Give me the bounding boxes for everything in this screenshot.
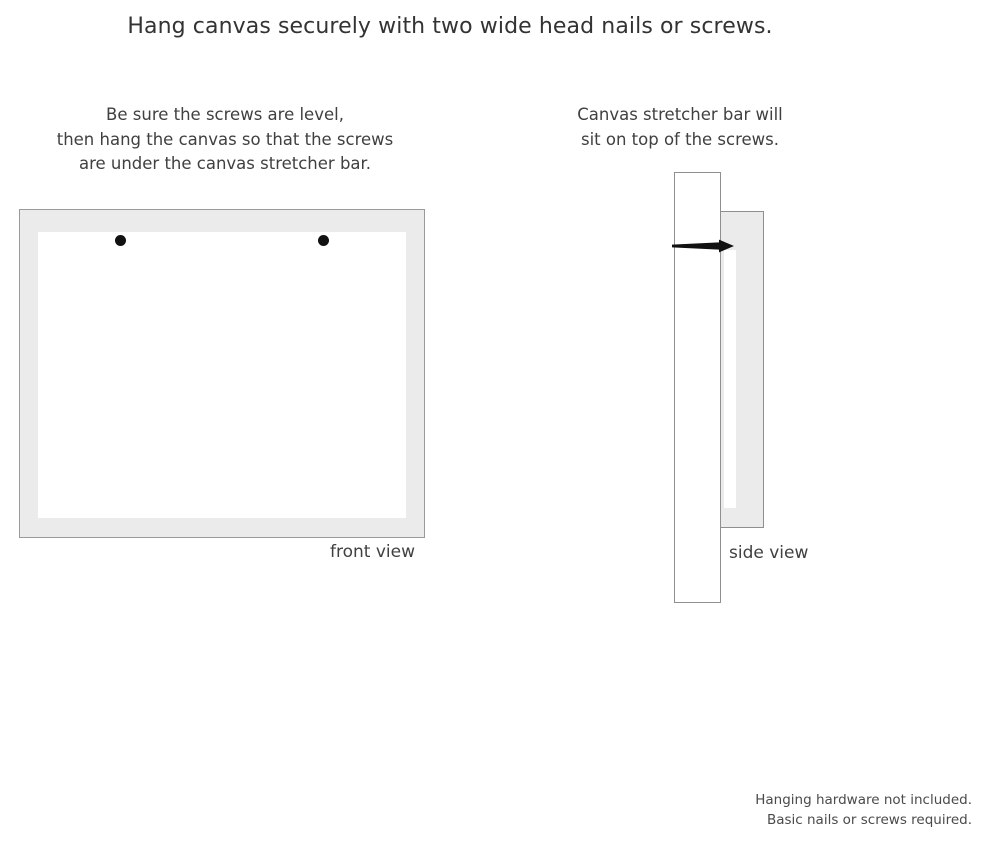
- front-view-caption-line-3: are under the canvas stretcher bar.: [78, 154, 372, 173]
- footer-note: Hanging hardware not included. Basic nai…: [755, 791, 972, 830]
- screw-head-right-icon: [318, 235, 329, 246]
- front-view-caption-line-2: then hang the canvas so that the screws: [56, 129, 394, 149]
- canvas-front-surface: [38, 232, 406, 518]
- wall-cross-section: [674, 172, 721, 603]
- side-view-caption-line-2: sit on top of the screws.: [580, 129, 780, 149]
- side-view-diagram: [660, 165, 840, 610]
- side-view-caption-line-1: Canvas stretcher bar will: [577, 105, 783, 124]
- nail-icon: [672, 239, 734, 253]
- front-view-caption-line-1: Be sure the screws are level,: [106, 105, 344, 124]
- screw-head-left-icon: [115, 235, 126, 246]
- canvas-face-strip: [724, 250, 736, 508]
- footer-note-line-1: Hanging hardware not included.: [755, 792, 972, 808]
- side-view-caption: Canvas stretcher bar will sit on top of …: [540, 103, 820, 152]
- page-title: Hang canvas securely with two wide head …: [127, 14, 773, 39]
- front-view-diagram: [19, 209, 425, 538]
- side-view-label: side view: [729, 543, 809, 563]
- front-view-caption: Be sure the screws are level, then hang …: [10, 103, 440, 177]
- footer-note-line-2: Basic nails or screws required.: [766, 811, 972, 828]
- canvas-stretcher-bar-cross-section: [720, 211, 764, 528]
- front-view-label: front view: [330, 542, 415, 562]
